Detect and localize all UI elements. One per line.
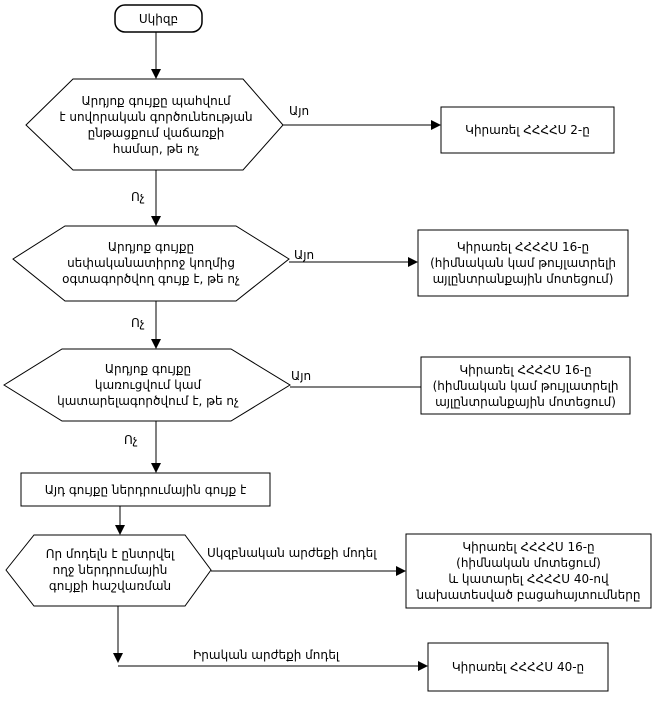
decision1-line2: է սովորական գործունեության bbox=[59, 110, 253, 124]
outcome-ias16-1: Կիրառել ՀՀՀՀՍ 16-ը (հիմնական կամ թույլատ… bbox=[418, 230, 628, 296]
outcome2-line2: (հիմնական կամ թույլատրելի bbox=[430, 256, 616, 270]
outcome-ias16-disclosures-box bbox=[405, 533, 652, 609]
decision1-line1: Արդյոք գույքը պահվում bbox=[81, 94, 231, 108]
decision-under-construction: Արդյոք գույքը կառուցվում կամ կատարելագոր… bbox=[20, 352, 276, 418]
outcome4-line2: (հիմնական մոտեցում) bbox=[456, 556, 601, 570]
outcome-ias40-box bbox=[427, 642, 609, 692]
decision2-line3: օգտագործվող գույք է, թե ոչ bbox=[62, 272, 240, 286]
decision-model-choice: Որ մոդելն է ընտրվել ողջ ներդրումային գու… bbox=[24, 538, 196, 602]
decision3-line1: Արդյոք գույքը bbox=[104, 362, 192, 376]
edge-label-cost-model: Սկզբնական արժեքի մոդել bbox=[207, 546, 377, 560]
decision-held-for-sale: Արդյոք գույքը պահվում է սովորական գործու… bbox=[40, 86, 272, 164]
edge-label-yes-1: Այո bbox=[289, 104, 310, 118]
decision-owner-occupied: Արդյոք գույքը սեփականատիրոջ կողմից օգտագ… bbox=[22, 230, 280, 296]
edge-label-fair-value-model: Իրական արժեքի մոդել bbox=[193, 648, 340, 662]
start-terminal bbox=[114, 4, 203, 33]
edge-label-yes-2: Այո bbox=[294, 248, 315, 262]
outcome2-line1: Կիրառել ՀՀՀՀՍ 16-ը bbox=[456, 240, 590, 254]
outcome1-line1: Կիրառել ՀՀՀՀՍ 2-ը bbox=[465, 123, 590, 137]
outcome-ias40: Կիրառել ՀՀՀՀՍ 40-ը bbox=[428, 643, 608, 691]
outcome-ias16-2: Կիրառել ՀՀՀՀՍ 16-ը (հիմնական կամ թույլատ… bbox=[421, 357, 630, 414]
outcome4-line3: և կատարել ՀՀՀՀՍ 40-ով bbox=[448, 572, 609, 586]
outcome4-line1: Կիրառել ՀՀՀՀՍ 16-ը bbox=[462, 540, 595, 554]
outcome2-line3: այլընտրանքային մոտեցում) bbox=[432, 272, 614, 286]
decision1-line4: համար, թե ոչ bbox=[112, 142, 200, 156]
edge-label-yes-3: Այո bbox=[291, 369, 312, 383]
decision4-line3: գույքի հաշվառման bbox=[48, 579, 172, 593]
outcome3-line1: Կիրառել ՀՀՀՀՍ 16-ը bbox=[459, 362, 592, 377]
edge-label-no-2: Ոչ bbox=[131, 316, 145, 330]
investment-property-box bbox=[20, 472, 271, 507]
outcome-ias16-box-2 bbox=[420, 356, 631, 415]
outcome-ias16-disclosures: Կիրառել ՀՀՀՀՍ 16-ը (հիմնական մոտեցում) և… bbox=[406, 534, 651, 608]
outcome-ias2: Կիրառել ՀՀՀՀՍ 2-ը bbox=[441, 107, 614, 153]
outcome5-line1: Կիրառել ՀՀՀՀՍ 40-ը bbox=[451, 660, 585, 674]
outcome-ias16-box-1 bbox=[417, 229, 629, 297]
outcome4-line4: նախատեսված բացահայտումները bbox=[416, 588, 641, 602]
start-label: Սկիզբ bbox=[115, 5, 202, 32]
decision2-line2: սեփականատիրոջ կողմից bbox=[67, 256, 235, 270]
decision3-line2: կառուցվում կամ bbox=[94, 378, 202, 392]
decision3-line3: կատարելագործվում է, թե ոչ bbox=[57, 394, 239, 408]
decision-owner-occupied-shape bbox=[12, 225, 290, 302]
investment-property-label: Այդ գույքը ներդրումային գույք է bbox=[21, 473, 270, 506]
decision-model-choice-shape bbox=[5, 534, 212, 607]
decision1-line3: ընթացքում վաճառքի bbox=[87, 126, 225, 140]
edge-label-no-1: Ոչ bbox=[131, 190, 145, 204]
decision-under-construction-shape bbox=[3, 348, 291, 422]
process-text: Այդ գույքը ներդրումային գույք է bbox=[44, 482, 247, 497]
decision2-line1: Արդյոք գույքը bbox=[107, 240, 195, 254]
start-text: Սկիզբ bbox=[138, 11, 179, 26]
decision4-line1: Որ մոդելն է ընտրվել bbox=[45, 547, 175, 561]
decision4-line2: ողջ ներդրումային bbox=[52, 563, 168, 577]
outcome3-line3: այլընտրանքային մոտեցում) bbox=[435, 394, 616, 409]
edge-label-no-3: Ոչ bbox=[124, 433, 138, 447]
outcome-ias2-box bbox=[440, 106, 615, 154]
outcome3-line2: (հիմնական կամ թույլատրելի bbox=[432, 378, 619, 393]
